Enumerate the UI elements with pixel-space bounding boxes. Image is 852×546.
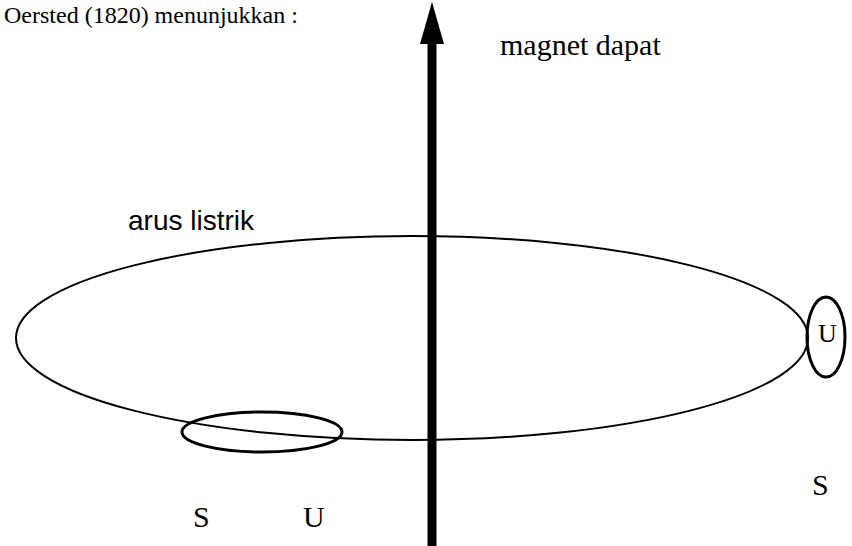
pole-label: S: [812, 468, 829, 501]
pole-label: U: [303, 500, 325, 533]
pole-label: S: [193, 500, 210, 533]
current-label: arus listrik: [126, 206, 256, 237]
field-circle: [16, 236, 808, 440]
compass-needle: [182, 412, 342, 452]
arrow-head: [420, 2, 444, 44]
current-wire: [428, 40, 437, 546]
compass-needle: [807, 297, 845, 377]
caption-text: magnet dapat: [500, 28, 661, 61]
pole-label: U: [816, 320, 839, 349]
heading-text: Oersted (1820) menunjukkan :: [4, 2, 298, 28]
